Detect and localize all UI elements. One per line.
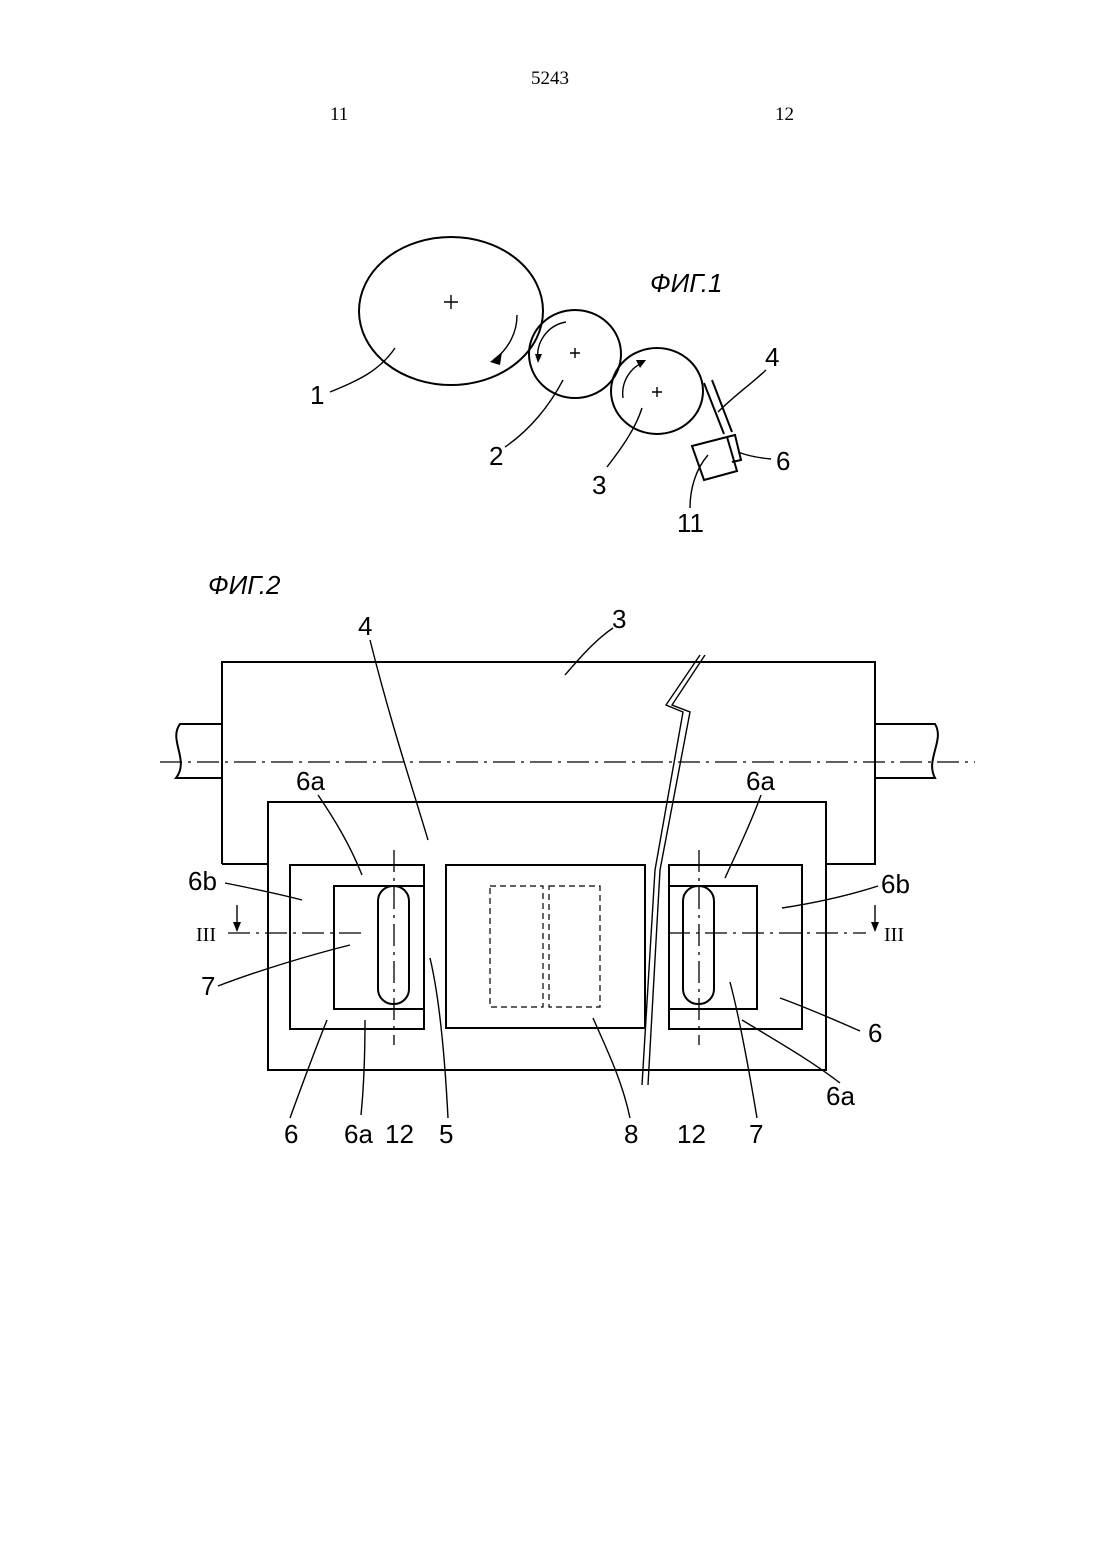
break-line	[642, 655, 705, 1085]
label-6a-top-right: 6a	[746, 766, 775, 796]
label-roller-3: 3	[592, 470, 606, 500]
roller-1-arrowhead	[490, 352, 502, 365]
label-6-right: 6	[868, 1018, 882, 1048]
roller-3-body	[222, 662, 875, 864]
roller-1	[359, 237, 543, 385]
label-7-left: 7	[201, 971, 215, 1001]
leader-6a-bottom	[361, 1020, 365, 1115]
leader-6-right	[780, 998, 860, 1031]
label-6a-top-left: 6a	[296, 766, 325, 796]
insert-8	[446, 865, 645, 1028]
label-5: 5	[439, 1119, 453, 1149]
block-11	[692, 437, 737, 480]
label-8: 8	[624, 1119, 638, 1149]
roller-2-arrowhead	[535, 354, 542, 363]
label-7-bottom: 7	[749, 1119, 763, 1149]
insert-8-hidden-left	[490, 886, 543, 1007]
shaft-left	[176, 724, 222, 778]
label-12-right: 12	[677, 1119, 706, 1149]
label-roller-1: 1	[310, 380, 324, 410]
label-6b-right: 6b	[881, 869, 910, 899]
label-12-left: 12	[385, 1119, 414, 1149]
roller-3-rotation-arrow	[623, 362, 644, 398]
figure-1: ФИГ.1 1 2 3 4 6 11	[310, 237, 790, 538]
leader-1	[330, 348, 395, 392]
leader-6b-right	[782, 886, 878, 908]
leader-7-left	[218, 945, 350, 986]
label-holder-6: 6	[776, 446, 790, 476]
label-6a-bottom: 6a	[344, 1119, 373, 1149]
figure-2: ФИГ.2	[160, 570, 975, 1149]
roller-3-arrowhead	[636, 360, 646, 368]
label-6b-left: 6b	[188, 866, 217, 896]
label-roller-2: 2	[489, 441, 503, 471]
leader-3-fig2	[565, 628, 613, 675]
leader-4	[718, 370, 766, 412]
label-blade-4-fig2: 4	[358, 611, 372, 641]
label-block-11: 11	[677, 508, 704, 538]
leader-4-fig2	[370, 640, 428, 840]
label-section-right: III	[884, 924, 904, 946]
roller-2-center-mark	[570, 348, 580, 358]
blade-4	[704, 380, 732, 434]
roller-3-center-mark	[652, 387, 662, 397]
roller-1-center-mark	[444, 295, 458, 309]
label-roller-3-fig2: 3	[612, 604, 626, 634]
leader-6	[738, 452, 771, 459]
section-arrowhead-left	[233, 922, 241, 932]
roller-2-rotation-arrow	[538, 322, 566, 360]
label-section-left: III	[196, 924, 216, 946]
insert-8-hidden-right	[549, 886, 600, 1007]
label-6-bottom: 6	[284, 1119, 298, 1149]
leader-3	[607, 408, 642, 467]
shaft-right	[875, 724, 938, 778]
roller-1-rotation-arrow	[494, 315, 517, 360]
figure-2-title: ФИГ.2	[208, 570, 281, 600]
leader-8	[593, 1018, 630, 1118]
leader-6a-top-left	[318, 795, 362, 875]
leader-7-bottom	[730, 982, 757, 1118]
label-6a-bottom-right: 6a	[826, 1081, 855, 1111]
label-blade-4: 4	[765, 342, 779, 372]
leader-2	[505, 380, 563, 447]
section-arrowhead-right	[871, 922, 879, 932]
figure-1-title: ФИГ.1	[650, 268, 723, 298]
